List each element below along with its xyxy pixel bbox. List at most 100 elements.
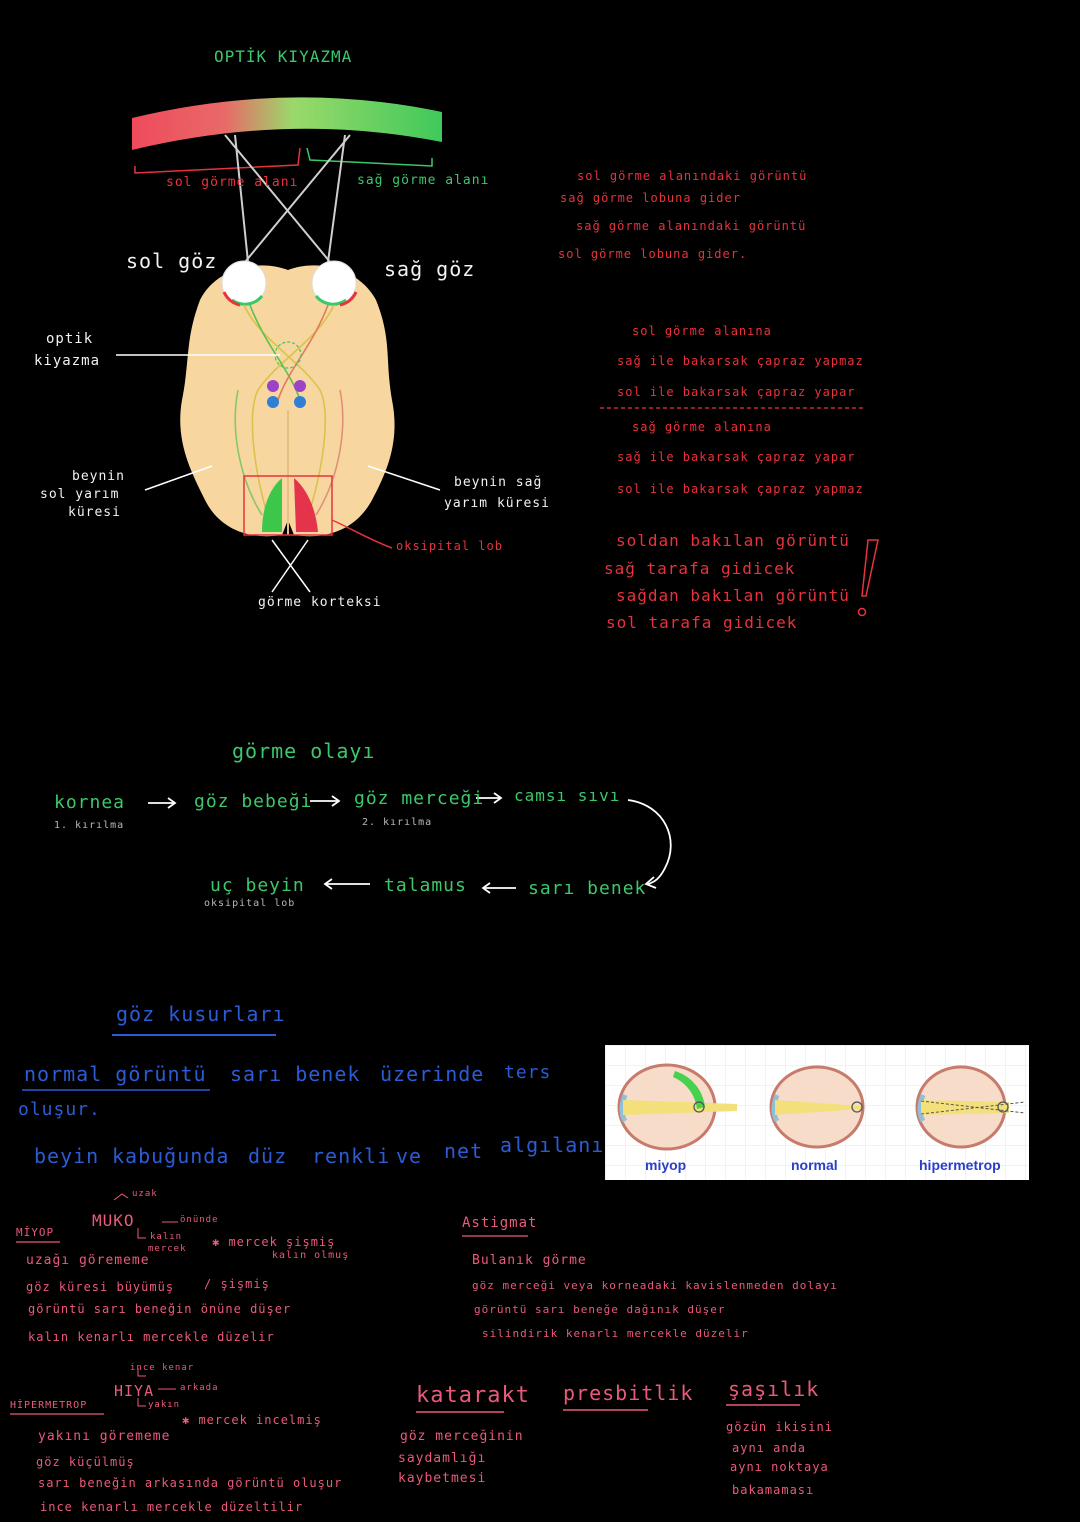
left-field-label: sol görme alanı xyxy=(166,175,299,190)
occipital-label: oksipital lob xyxy=(396,539,503,553)
right-hemisphere-2: yarım küresi xyxy=(444,496,550,511)
note-p1-1: sol görme alanındaki görüntü xyxy=(577,169,808,183)
note-p1-3: sağ görme alanındaki görüntü xyxy=(576,219,807,233)
normal-eye xyxy=(769,1065,865,1149)
defects-line3f: net xyxy=(444,1139,484,1163)
hiper-note: ✱ mercek incelmiş xyxy=(182,1413,322,1427)
miyop-eye xyxy=(617,1063,737,1151)
defects-line3c: düz xyxy=(248,1144,288,1168)
light-rays xyxy=(224,134,351,263)
sasilik-l2: aynı anda xyxy=(732,1441,807,1455)
right-eyeball xyxy=(311,260,358,307)
sasilik-l1: gözün ikisini xyxy=(726,1420,833,1434)
hiper-arkada: arkada xyxy=(180,1383,219,1393)
katarakt-title: katarakt xyxy=(416,1383,530,1408)
katarakt-l3: kaybetmesi xyxy=(398,1471,487,1486)
step-brain-sub: oksipital lob xyxy=(204,898,296,909)
defects-line3a: beyin xyxy=(34,1144,100,1168)
note-p4-4: sol tarafa gidicek xyxy=(606,613,798,632)
defects-title: göz kusurları xyxy=(116,1002,286,1026)
miyop-onunde: önünde xyxy=(180,1215,219,1225)
cortex-box xyxy=(243,475,333,536)
process-arrows xyxy=(148,792,672,894)
note-p3-2: sağ ile bakarsak çapraz yapar xyxy=(617,450,856,464)
hiper-l4: ince kenarlı mercekle düzeltilir xyxy=(40,1500,304,1514)
miyop-mnemonic: MUKO xyxy=(92,1211,135,1230)
hiper-l3: sarı beneğin arkasında görüntü oluşur xyxy=(38,1476,343,1490)
left-hemisphere-3: küresi xyxy=(68,505,121,520)
note-p1-2: sağ görme lobuna gider xyxy=(560,191,741,205)
chiasm-label-1: optik xyxy=(46,331,94,347)
cortex-label: görme korteksi xyxy=(258,595,382,610)
exclaim-mark xyxy=(861,539,879,597)
right-hemisphere-1: beynin sağ xyxy=(454,475,543,490)
astigmat-l3: görüntü sarı beneğe dağınık düşer xyxy=(474,1303,726,1316)
astigmat-l2: göz merceği veya korneadaki kavislenmede… xyxy=(472,1279,838,1292)
eye-defects-figure: miyop normal hipermetrop xyxy=(605,1045,1029,1180)
katarakt-l2: saydamlığı xyxy=(398,1451,487,1466)
note-p1-4: sol görme lobuna gider. xyxy=(558,247,748,261)
sasilik-l3: aynı noktaya xyxy=(730,1460,829,1474)
miyop-l2b: / şişmiş xyxy=(204,1277,270,1291)
miyop-mercek: mercek xyxy=(148,1244,187,1254)
defects-line1c: üzerinde xyxy=(380,1062,485,1086)
right-field-bracket xyxy=(306,147,433,167)
note-p3-3: sol ile bakarsak çapraz yapmaz xyxy=(617,482,864,496)
hipermetrop-fig-label: hipermetrop xyxy=(919,1157,1001,1173)
vision-title: görme olayı xyxy=(232,739,376,763)
step-cornea: kornea xyxy=(54,792,126,813)
chiasm-label-2: kiyazma xyxy=(34,353,101,369)
right-field-label: sağ görme alanı xyxy=(357,173,490,188)
astigmat-title: Astigmat xyxy=(462,1215,538,1231)
step-brain: uç beyin xyxy=(210,875,305,896)
miyop-l4: kalın kenarlı mercekle düzelir xyxy=(28,1330,275,1344)
note-p4-3: sağdan bakılan görüntü xyxy=(616,586,850,605)
miyop-note2: kalın olmuş xyxy=(272,1250,350,1261)
note-p2-2: sağ ile bakarsak çapraz yapmaz xyxy=(617,354,864,368)
miyop-fig-label: miyop xyxy=(645,1157,687,1173)
step-pupil: göz bebeği xyxy=(194,791,313,812)
sasilik-l4: bakamaması xyxy=(732,1483,815,1497)
miyop-note: ✱ mercek şişmiş xyxy=(212,1235,336,1249)
defects-line3d: renkli xyxy=(312,1144,391,1168)
hiper-ince: ince kenar xyxy=(130,1363,195,1373)
sasilik-title: şaşılık xyxy=(728,1377,820,1401)
miyop-kalin: kalın xyxy=(150,1232,183,1242)
step-macula: sarı benek xyxy=(528,878,647,899)
katarakt-l1: göz merceğinin xyxy=(400,1429,524,1444)
defects-line3e: ve xyxy=(396,1144,423,1168)
hiper-mnemonic: HIYA xyxy=(114,1382,155,1400)
eye-figure-drawing xyxy=(605,1045,1029,1180)
left-eyeball xyxy=(221,260,267,307)
defects-line3g: algılanır xyxy=(500,1133,618,1157)
step-cornea-sub: 1. kırılma xyxy=(54,820,125,831)
note-p2-1: sol görme alanına xyxy=(632,324,772,338)
note-p4-2: sağ tarafa gidicek xyxy=(604,559,796,578)
left-field-bracket xyxy=(134,147,301,174)
miyop-l1: uzağı görememe xyxy=(26,1253,150,1268)
hiper-l1: yakını görememe xyxy=(38,1429,171,1444)
note-p2-3: sol ile bakarsak çapraz yapar xyxy=(617,385,856,399)
miyop-label: MİYOP xyxy=(16,1226,55,1239)
defects-line3b: kabuğunda xyxy=(112,1144,230,1168)
visual-cortex-left xyxy=(262,478,282,532)
astigmat-l4: silindirik kenarlı mercekle düzelir xyxy=(482,1327,749,1340)
miyop-l3: görüntü sarı beneğin önüne düşer xyxy=(28,1302,292,1316)
step-lens: göz merceği xyxy=(354,788,485,809)
brain-shape xyxy=(180,265,395,537)
step-lens-sub: 2. kırılma xyxy=(362,817,433,828)
visual-field-band xyxy=(132,97,442,150)
defects-line2: oluşur. xyxy=(18,1099,101,1120)
normal-fig-label: normal xyxy=(791,1157,838,1173)
hiper-l2: göz küçülmüş xyxy=(36,1455,135,1469)
astigmat-l1: Bulanık görme xyxy=(472,1253,587,1268)
step-vitreous: camsı sıvı xyxy=(514,786,621,805)
miyop-l2a: göz küresi büyümüş xyxy=(26,1280,175,1294)
visual-cortex-right xyxy=(294,478,318,532)
left-hemisphere-1: beynin xyxy=(72,469,125,484)
presbitlik-title: presbitlik xyxy=(563,1381,694,1405)
diagram-title: OPTİK KIYAZMA xyxy=(214,47,353,66)
defects-line1a: normal görüntü xyxy=(24,1062,207,1086)
note-p3-1: sağ görme alanına xyxy=(632,420,772,434)
